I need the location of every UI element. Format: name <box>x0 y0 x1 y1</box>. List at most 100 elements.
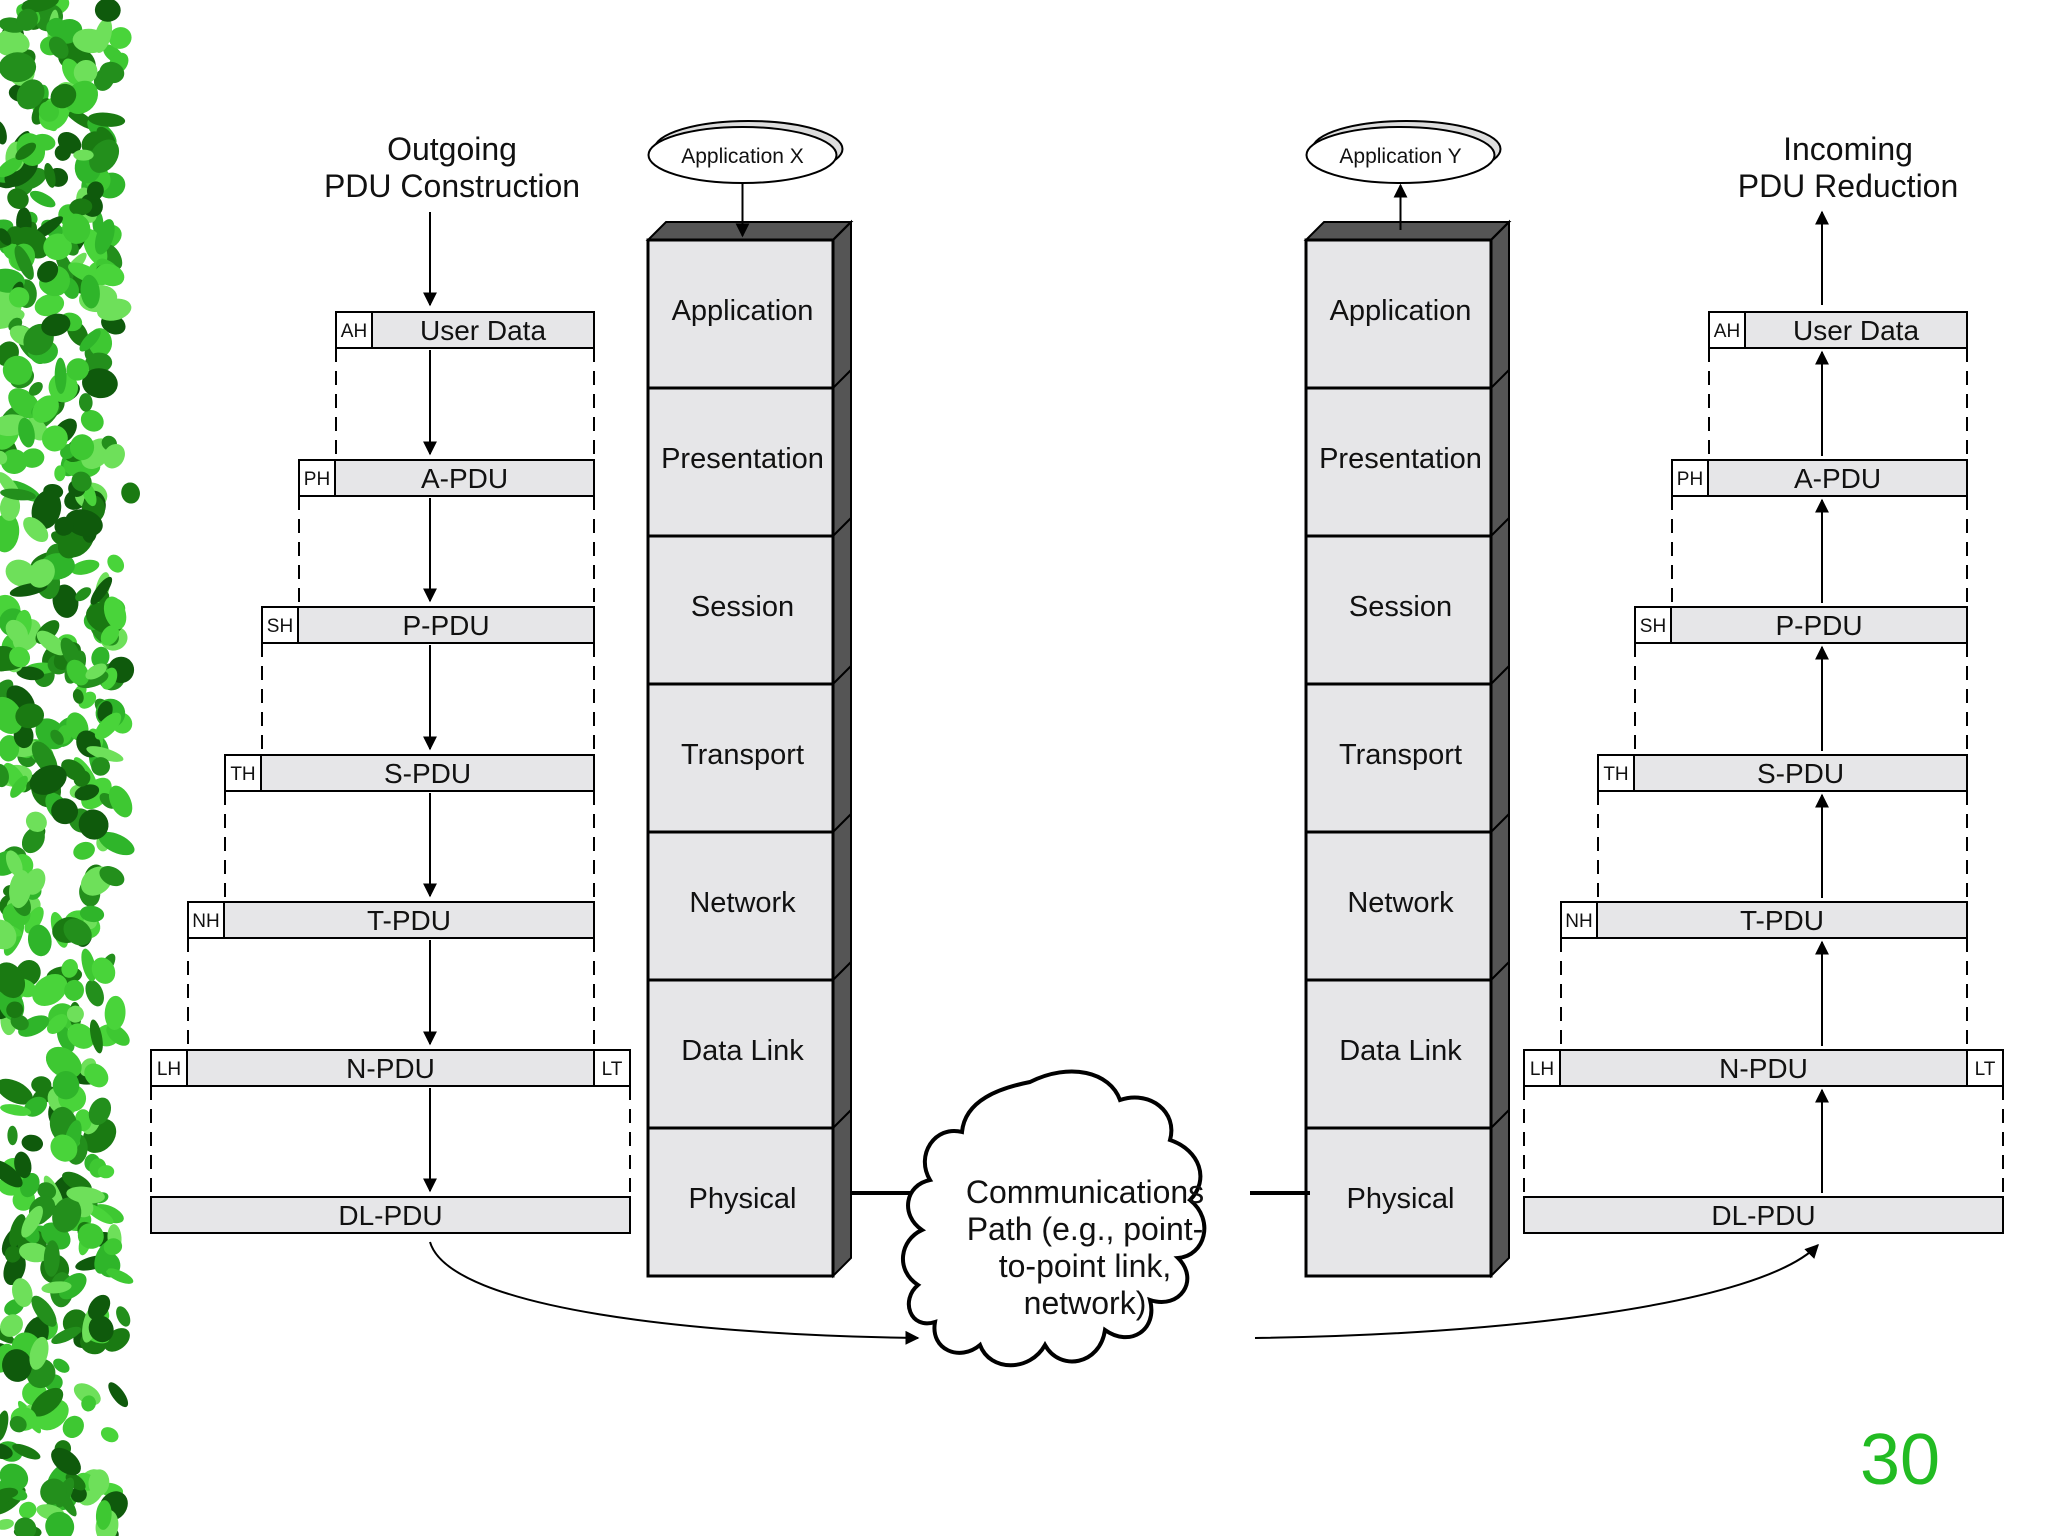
foliage-leaf <box>34 293 65 317</box>
foliage-leaf <box>84 352 113 374</box>
foliage-leaf <box>103 1238 123 1256</box>
foliage-leaf <box>0 1104 32 1116</box>
foliage-leaf <box>50 83 77 109</box>
foliage-leaf <box>91 646 110 668</box>
pdu-header-label: LH <box>1530 1059 1554 1080</box>
foliage-leaf <box>29 382 43 396</box>
pdu-label: N-PDU <box>346 1053 435 1084</box>
osi-layer-presentation <box>1304 386 1493 538</box>
application-y-ellipse <box>1305 126 1496 184</box>
foliage-leaf <box>87 1294 111 1320</box>
pdu-box <box>1596 901 1968 939</box>
foliage-leaf <box>31 490 62 530</box>
pdu-label: P-PDU <box>1775 610 1862 641</box>
pdu-label: T-PDU <box>1740 905 1824 936</box>
osi-layer-transport <box>646 682 835 834</box>
foliage-leaf <box>51 798 79 825</box>
foliage-leaf <box>66 1005 84 1023</box>
pdu-header-label: PH <box>304 469 330 490</box>
foliage-leaf <box>0 962 26 999</box>
foliage-leaf <box>37 1182 57 1200</box>
pdu-label: S-PDU <box>384 758 471 789</box>
foliage-leaf <box>30 1387 64 1417</box>
pdu-box <box>371 311 595 349</box>
stack-edge <box>1490 517 1510 537</box>
osi-layer-physical <box>1304 1126 1493 1278</box>
stack-edge <box>1490 369 1510 389</box>
foliage-leaf <box>44 162 56 188</box>
stack-edge <box>832 961 852 981</box>
foliage-leaf <box>0 1463 29 1491</box>
foliage-leaf <box>103 443 125 469</box>
foliage-leaf <box>85 980 104 1007</box>
foliage-leaf <box>0 735 20 762</box>
pdu-label: User Data <box>1793 315 1919 346</box>
foliage-leaf <box>62 1415 84 1439</box>
foliage-leaf <box>73 149 94 161</box>
foliage-leaf <box>37 260 59 283</box>
foliage-leaf <box>69 434 95 461</box>
foliage-leaf <box>21 448 45 468</box>
foliage-leaf <box>31 1076 52 1094</box>
foliage-leaf <box>16 666 45 681</box>
osi-layer-label: Transport <box>681 739 804 771</box>
foliage-leaf <box>108 27 132 49</box>
foliage-leaf <box>25 811 47 832</box>
pdu-trailer-label: LT <box>602 1059 623 1080</box>
foliage-leaf <box>0 919 17 950</box>
pdu-header-cell <box>1523 1049 1561 1087</box>
foliage-leaf <box>29 1336 49 1370</box>
pdu-label: N-PDU <box>1719 1053 1808 1084</box>
pdu-label: User Data <box>420 315 546 346</box>
pdu-header-label: NH <box>192 911 219 932</box>
foliage-leaf <box>78 393 93 412</box>
foliage-leaf <box>100 1427 119 1443</box>
incoming-title-line1: Incoming <box>1783 131 1913 167</box>
pdu-box <box>334 459 595 497</box>
foliage-leaf <box>90 576 113 605</box>
osi-layer-network <box>646 830 835 982</box>
pdu-box <box>223 901 595 939</box>
foliage-leaf <box>121 482 140 504</box>
foliage-leaf <box>54 516 74 536</box>
pdu-box <box>1523 1196 2004 1234</box>
osi-layer-network <box>1304 830 1493 982</box>
foliage-leaf <box>66 659 90 686</box>
foliage-leaf <box>94 712 122 740</box>
foliage-leaf <box>79 329 101 352</box>
pdu-label: T-PDU <box>367 905 451 936</box>
foliage-leaf <box>88 1469 110 1497</box>
foliage-leaf <box>2 1349 32 1382</box>
foliage-leaf <box>80 409 104 432</box>
osi-layer-label: Application <box>1330 295 1472 327</box>
foliage-leaf <box>54 357 67 394</box>
foliage-leaf <box>0 450 8 465</box>
foliage-leaf <box>0 228 12 246</box>
foliage-leaf <box>71 559 100 575</box>
foliage-leaf <box>27 924 52 957</box>
foliage-leaf <box>66 358 90 381</box>
pdu-header-label: SH <box>267 616 293 637</box>
stack-edge <box>1490 1109 1510 1129</box>
foliage-leaf <box>86 746 124 762</box>
pdu-header-label: TH <box>230 764 255 785</box>
foliage-leaf <box>41 313 71 337</box>
foliage-leaf <box>88 1097 112 1126</box>
foliage-leaf <box>8 287 30 308</box>
foliage-leaf <box>6 1001 24 1019</box>
foliage-leaf <box>16 8 38 31</box>
foliage-leaf <box>86 181 104 201</box>
stack-edge <box>832 221 852 241</box>
cloud-label-line: to-point link, <box>999 1248 1172 1284</box>
stack-edge <box>832 813 852 833</box>
osi-stack-y: ApplicationPresentationSessionTransportN… <box>1303 120 1512 1279</box>
foliage-leaf <box>0 1443 13 1460</box>
foliage-leaf <box>71 471 92 492</box>
foliage-leaf <box>103 596 127 630</box>
foliage-leaf <box>5 619 28 644</box>
foliage-leaf <box>15 142 37 160</box>
foliage-leaf <box>108 1382 129 1408</box>
foliage-leaf <box>73 59 98 84</box>
